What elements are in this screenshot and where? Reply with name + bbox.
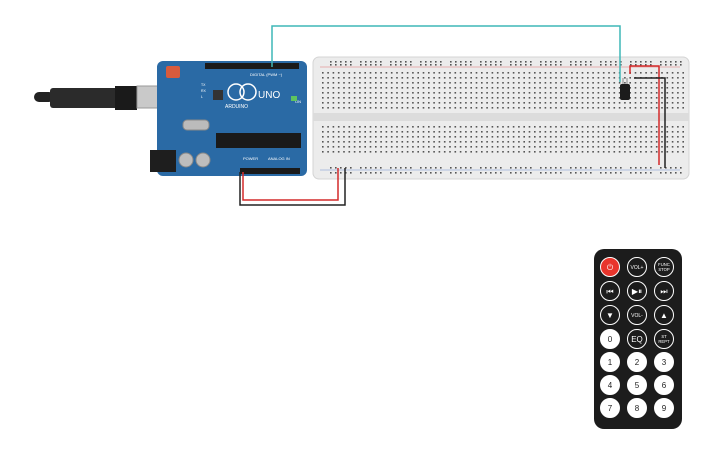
- remote-button-label: ▶⏸: [632, 287, 642, 296]
- remote-button-eight[interactable]: 8: [627, 398, 647, 418]
- remote-button-label: 6: [662, 381, 667, 390]
- capacitor-2: [195, 152, 211, 168]
- remote-button-label: 8: [635, 404, 640, 413]
- remote-button-seven[interactable]: 7: [600, 398, 620, 418]
- rail-ground-wire[interactable]: [634, 77, 666, 168]
- remote-button-label: 2: [635, 358, 640, 367]
- capacitor-1: [178, 152, 194, 168]
- analog-label: ANALOG IN: [268, 156, 290, 161]
- ir-receiver[interactable]: [620, 78, 630, 100]
- remote-button-label: 1: [608, 358, 613, 367]
- remote-button-label: 9: [662, 404, 667, 413]
- remote-button-label: ST: [661, 334, 667, 339]
- digital-label: DIGITAL (PWM ~): [250, 72, 283, 77]
- arduino-brand: ARDUINO: [225, 104, 248, 110]
- reset-button[interactable]: [166, 66, 180, 78]
- digital-header: [205, 63, 299, 69]
- tx-label: TX: [201, 83, 206, 87]
- remote-button-up[interactable]: ▲: [654, 305, 674, 325]
- crystal: [182, 119, 210, 131]
- remote-button-zero[interactable]: 0: [600, 329, 620, 349]
- remote-button-eq[interactable]: EQ: [627, 329, 647, 349]
- remote-button-vol-plus[interactable]: VOL+: [627, 257, 647, 277]
- remote-button-label: VOL-: [631, 313, 643, 319]
- remote-button-label: 7: [608, 404, 613, 413]
- remote-button-one[interactable]: 1: [600, 352, 620, 372]
- remote-button-down[interactable]: ▼: [600, 305, 620, 325]
- rail-power-wire[interactable]: [629, 65, 660, 165]
- remote-button-label: REPT: [658, 339, 670, 344]
- remote-button-label: 3: [662, 358, 667, 367]
- remote-button-label: 0: [608, 335, 613, 344]
- remote-button-four[interactable]: 4: [600, 375, 620, 395]
- remote-button-vol-minus[interactable]: VOL-: [627, 305, 647, 325]
- breadboard-center-channel: [313, 113, 689, 121]
- remote-button-three[interactable]: 3: [654, 352, 674, 372]
- remote-button-label: EQ: [631, 335, 643, 344]
- on-label: ON: [295, 99, 301, 104]
- breadboard[interactable]: [312, 56, 690, 180]
- remote-button-label: ▲: [660, 311, 668, 320]
- arduino-logo-icon: [227, 83, 245, 101]
- remote-button-six[interactable]: 6: [654, 375, 674, 395]
- remote-button-next[interactable]: ⏭: [654, 281, 674, 301]
- ground-wire[interactable]: [239, 168, 346, 206]
- remote-button-label: ⏻: [607, 263, 614, 272]
- power-label: POWER: [243, 156, 258, 161]
- signal-wire[interactable]: [271, 25, 621, 82]
- remote-button-label: VOL+: [631, 265, 644, 271]
- power-analog-header: [240, 168, 300, 174]
- remote-button-label: 4: [608, 381, 613, 390]
- usb-chip: [213, 90, 223, 100]
- remote-button-label: FUNC: [658, 262, 670, 267]
- remote-button-label: ⏮: [606, 287, 613, 296]
- remote-button-label: ⏭: [660, 287, 667, 296]
- remote-button-two[interactable]: 2: [627, 352, 647, 372]
- remote-button-power[interactable]: ⏻: [600, 257, 620, 277]
- rx-label: RX: [201, 89, 207, 93]
- remote-button-prev[interactable]: ⏮: [600, 281, 620, 301]
- arduino-model: UNO: [258, 90, 280, 101]
- atmega-chip: [216, 133, 301, 148]
- remote-button-label: STOP: [658, 267, 670, 272]
- wires: [239, 25, 666, 206]
- remote-button-label: ▼: [606, 311, 614, 320]
- arduino-uno-board[interactable]: ARDUINO UNO DIGITAL (PWM ~) POWER ANALOG…: [150, 61, 307, 176]
- remote-button-label: 5: [635, 381, 640, 390]
- l-label: L: [201, 95, 203, 99]
- power-wire[interactable]: [242, 168, 339, 201]
- remote-button-play-pause[interactable]: ▶⏸: [627, 281, 647, 301]
- remote-button-five[interactable]: 5: [627, 375, 647, 395]
- remote-button-nine[interactable]: 9: [654, 398, 674, 418]
- dc-jack: [150, 150, 176, 172]
- breadboard-holes: [322, 61, 684, 174]
- on-led: [291, 96, 297, 101]
